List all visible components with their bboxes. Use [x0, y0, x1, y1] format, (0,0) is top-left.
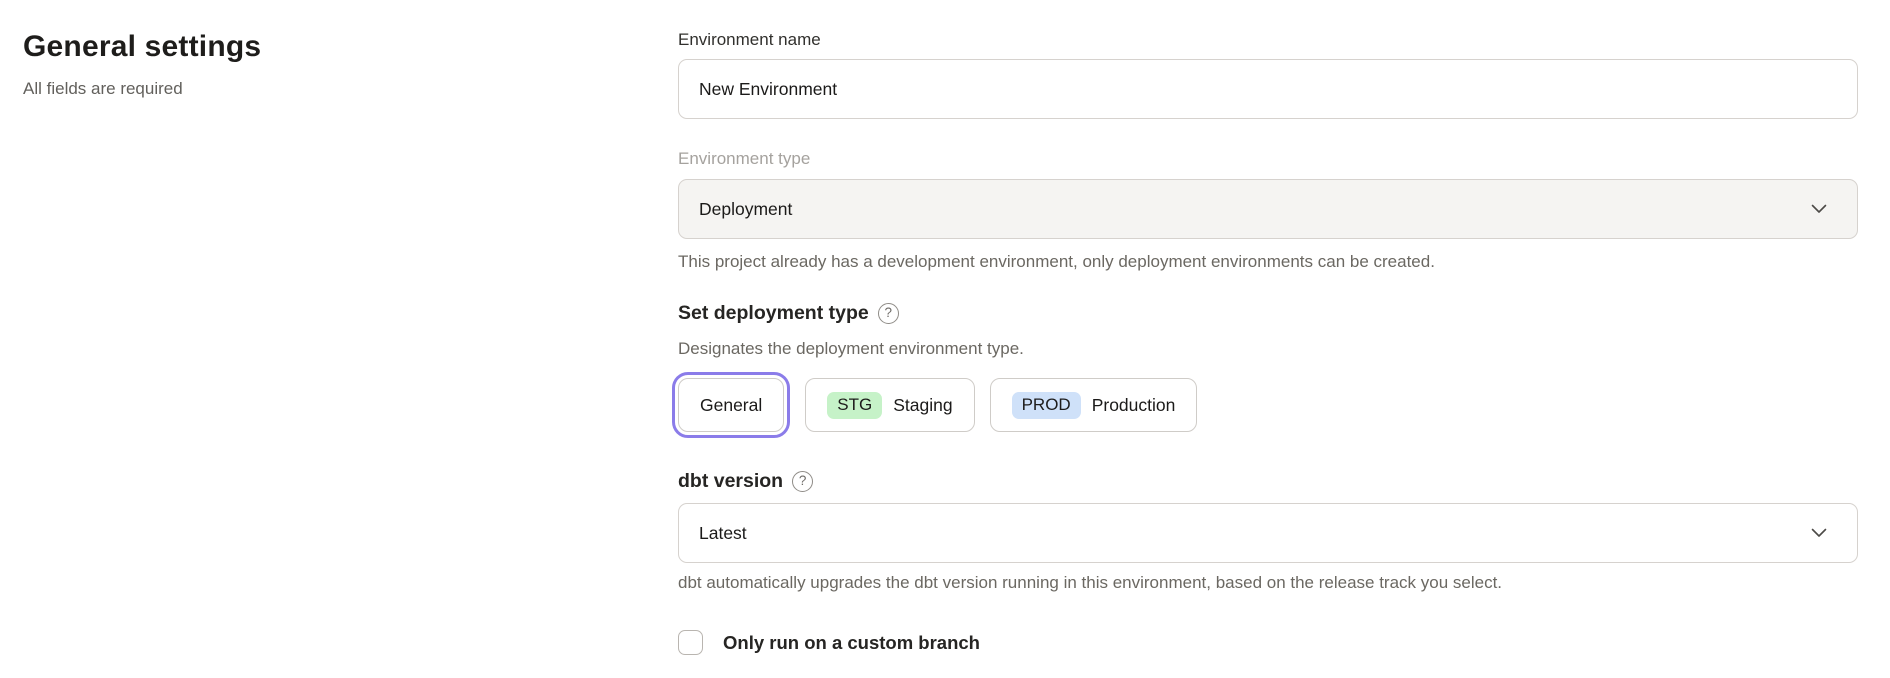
dbt-version-value: Latest — [699, 522, 747, 543]
deployment-type-option-production-label: Production — [1091, 394, 1176, 415]
help-icon[interactable]: ? — [792, 470, 814, 492]
production-badge: PROD — [1011, 391, 1081, 419]
deployment-type-options: General STG Staging PROD Production — [671, 372, 1858, 438]
environment-name-input[interactable] — [678, 59, 1858, 119]
page-title: General settings — [23, 30, 262, 63]
deployment-type-heading: Set deployment type ? — [678, 301, 1858, 325]
deployment-type-heading-text: Set deployment type — [678, 302, 869, 324]
chevron-down-icon — [1811, 528, 1827, 538]
dbt-version-heading: dbt version ? — [678, 469, 1858, 493]
dbt-version-select[interactable]: Latest — [678, 503, 1858, 563]
page-subtitle: All fields are required — [23, 79, 183, 98]
custom-branch-label[interactable]: Only run on a custom branch — [723, 631, 980, 653]
custom-branch-checkbox[interactable] — [678, 630, 703, 655]
deployment-type-option-general-label: General — [700, 394, 763, 415]
environment-type-select: Deployment — [678, 179, 1858, 239]
help-icon[interactable]: ? — [877, 302, 899, 324]
environment-name-label: Environment name — [678, 30, 821, 49]
dbt-version-heading-text: dbt version — [678, 470, 784, 492]
environment-settings-form: Environment name Environment type Deploy… — [671, 0, 1858, 655]
environment-type-value: Deployment — [699, 198, 793, 219]
deployment-type-helper: Designates the deployment environment ty… — [678, 339, 1024, 358]
deployment-type-option-staging-label: Staging — [893, 394, 953, 415]
environment-type-label: Environment type — [678, 149, 811, 168]
staging-badge: STG — [827, 391, 883, 419]
deployment-type-option-staging[interactable]: STG Staging — [805, 378, 975, 432]
environment-type-helper: This project already has a development e… — [678, 252, 1435, 271]
deployment-type-option-production[interactable]: PROD Production — [989, 378, 1198, 432]
chevron-down-icon — [1811, 204, 1827, 214]
dbt-version-helper: dbt automatically upgrades the dbt versi… — [678, 573, 1503, 592]
deployment-type-option-general[interactable]: General — [671, 372, 791, 438]
custom-branch-row: Only run on a custom branch — [678, 630, 1858, 655]
settings-intro: General settings All fields are required — [23, 0, 583, 99]
